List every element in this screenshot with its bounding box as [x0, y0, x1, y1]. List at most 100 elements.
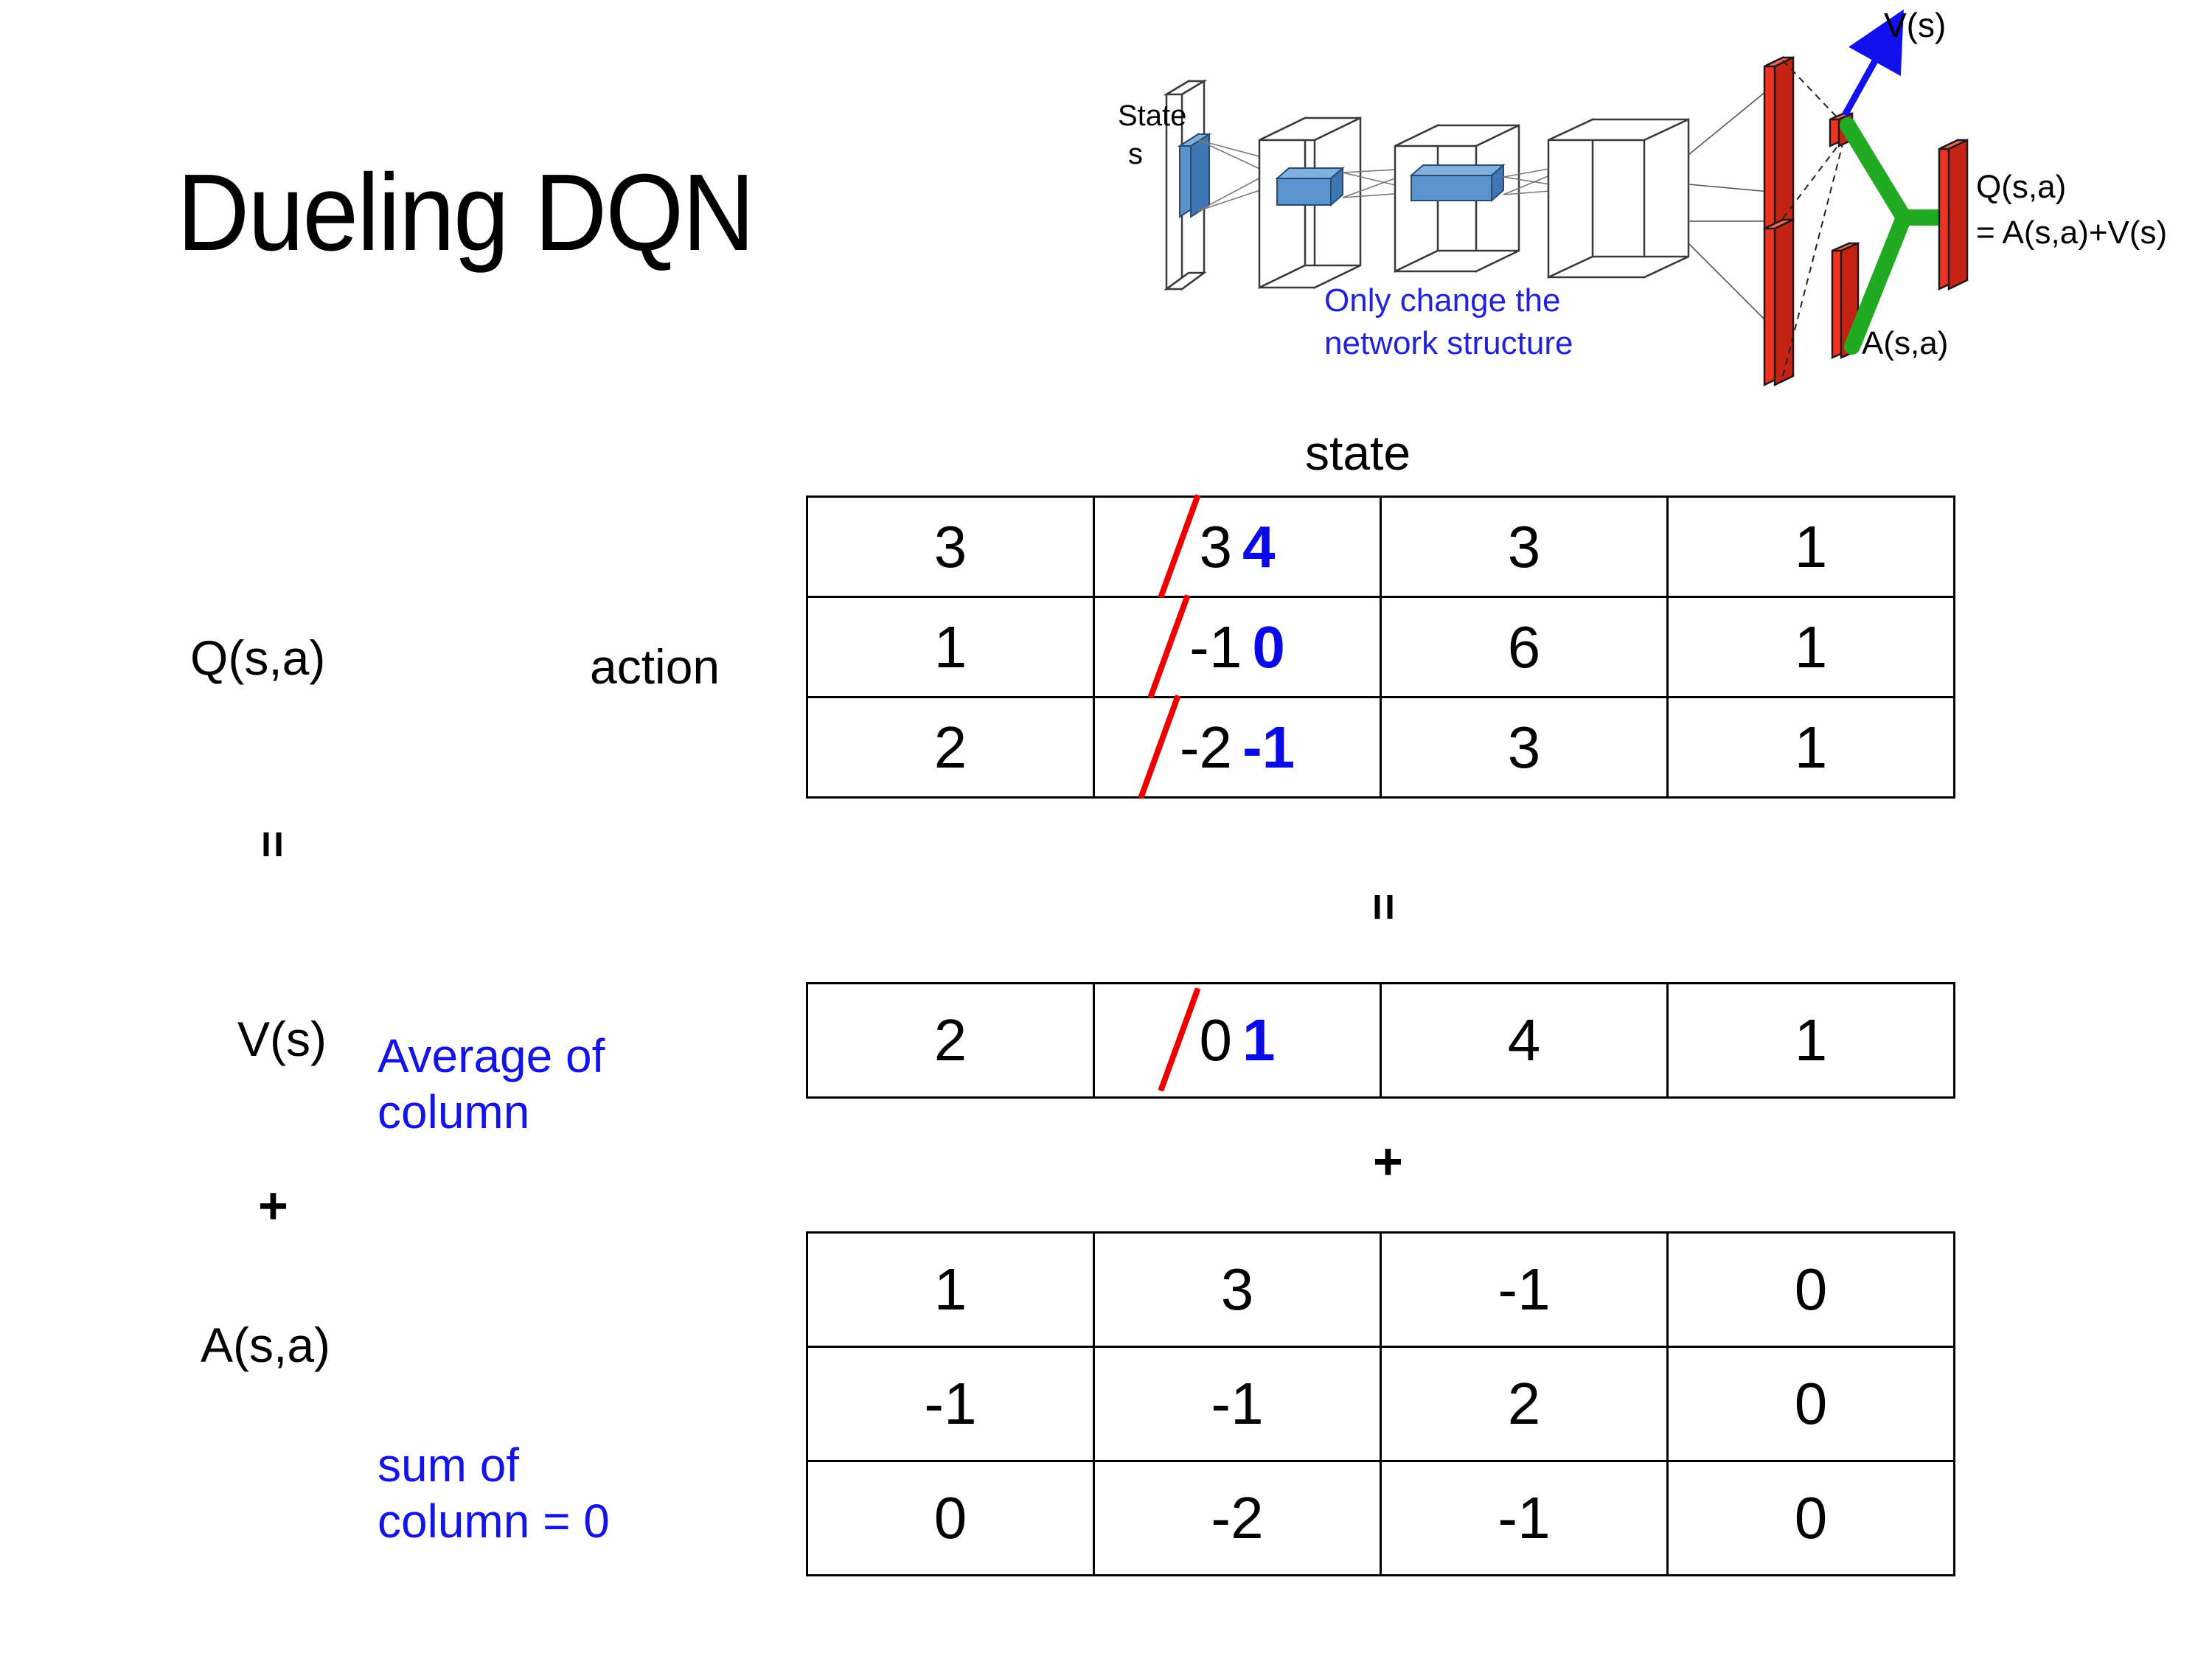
average-note-line1: Average of [378, 1029, 605, 1082]
cell-value: 6 [1507, 613, 1541, 680]
cell-content: 3 [1382, 698, 1666, 796]
cell-content: 2 [808, 698, 1093, 796]
cell-content: 1 [1669, 984, 1953, 1096]
q-output-bar-icon [1938, 139, 1969, 291]
cell-content: 1 [1669, 498, 1953, 596]
corrected-new-value: -1 [1242, 714, 1295, 780]
table-cell: -2 [1093, 1460, 1382, 1576]
table-cell: 2 [1380, 1346, 1669, 1462]
corrected-new-value: 1 [1242, 1007, 1276, 1073]
corrected-new-value: 0 [1252, 613, 1285, 680]
cell-content: 0 [808, 1462, 1093, 1574]
sum-of-column-note: sum of column = 0 [378, 1438, 610, 1549]
conv-patch-1-icon [1275, 166, 1345, 207]
table-cell: 2 [806, 696, 1095, 799]
cell-value: 2 [933, 714, 967, 780]
v-function-label: V(s) [237, 1012, 327, 1066]
diagram-advantage-label: A(s,a) [1862, 325, 1948, 361]
aggregation-link-icon [1840, 117, 1953, 355]
equals-glyph-middle: = [1357, 893, 1411, 917]
cell-value: 0 [1794, 1371, 1828, 1436]
table-cell: -2-1 [1093, 696, 1382, 799]
cell-content: -1 [808, 1348, 1093, 1460]
table-cell: 1 [806, 596, 1095, 698]
struck-old-value: -2 [1179, 714, 1232, 780]
table-cell: 3 [1380, 495, 1669, 598]
cell-content: -1 [1382, 1462, 1666, 1574]
table-cell: 1 [1666, 495, 1955, 598]
advantage-stream-bar-icon [1763, 218, 1795, 386]
plus-sign-middle: + [1373, 1133, 1403, 1190]
table-cell: 3 [1093, 1231, 1382, 1348]
cell-value: -1 [1498, 1256, 1551, 1322]
cell-content: 1 [808, 598, 1093, 696]
q-function-label: Q(s,a) [190, 630, 326, 685]
cell-content: 0 [1669, 1234, 1953, 1346]
table-cell: 1 [1666, 982, 1955, 1099]
conv-block-1-icon [1258, 116, 1362, 289]
cell-content: 3 [1095, 1234, 1380, 1346]
cell-value: 0 [1794, 1256, 1828, 1322]
table-row: 0 -2 -1 0 [806, 1460, 1955, 1576]
table-cell: 4 [1380, 982, 1669, 1099]
diagram-note-line1: Only change the [1324, 282, 1560, 319]
cell-value: 1 [1794, 613, 1828, 680]
cell-content: 2 [1382, 1348, 1666, 1460]
cell-value: 3 [1507, 714, 1541, 780]
cell-content: 1 [1669, 598, 1953, 696]
sum-note-line1: sum of [378, 1439, 520, 1492]
equals-sign-middle: = [1358, 877, 1411, 929]
cell-value: 1 [1794, 714, 1828, 780]
page-title: Dueling DQN [177, 152, 755, 274]
struck-old-value: 3 [1199, 513, 1233, 580]
cell-content: 0 [1669, 1462, 1953, 1574]
cell-value: -2 [1211, 1485, 1264, 1551]
table-row: 2 -2-1 3 1 [806, 696, 1955, 799]
table-cell: -1 [1093, 1346, 1382, 1462]
sum-note-line2: column = 0 [378, 1494, 610, 1548]
table-cell: -1 [1380, 1231, 1669, 1348]
cell-value: 1 [933, 1256, 967, 1322]
table-cell: -1 [1380, 1460, 1669, 1576]
struck-old-value: 0 [1199, 1007, 1233, 1073]
table-cell: 1 [1666, 696, 1955, 799]
cell-content: -2-1 [1095, 698, 1380, 796]
conv-patch-2-icon [1409, 163, 1506, 203]
cell-value: 1 [933, 613, 967, 680]
table-cell: -1 [806, 1346, 1095, 1462]
cell-value: 1 [1794, 513, 1828, 580]
cell-content: 0 [1669, 1348, 1953, 1460]
state-axis-label: state [1305, 425, 1411, 480]
cell-content: -1 [1095, 1348, 1380, 1460]
cell-content: -1 [1382, 1234, 1666, 1346]
cell-value: 3 [1220, 1256, 1254, 1322]
cell-value: 0 [1794, 1485, 1828, 1551]
struck-old-value: -1 [1189, 613, 1242, 680]
table-cell: 2 [806, 982, 1095, 1099]
cell-content: 6 [1382, 598, 1666, 696]
cell-value: 3 [933, 513, 967, 580]
cell-content: 1 [1669, 698, 1953, 796]
table-cell: 6 [1380, 596, 1669, 698]
diagram-note-line2: network structure [1324, 325, 1573, 361]
cell-content: 3 [808, 498, 1093, 596]
cell-value: -1 [924, 1371, 977, 1436]
corrected-new-value: 4 [1242, 513, 1276, 580]
cell-content: -2 [1095, 1462, 1380, 1574]
action-axis-label: action [590, 639, 720, 694]
cell-content: 1 [808, 1234, 1093, 1346]
dueling-network-diagram: State s Only change the network structur… [1106, 7, 2197, 406]
table-cell: 0 [1666, 1346, 1955, 1462]
cell-value: 2 [933, 1007, 967, 1073]
cell-value: 0 [933, 1485, 967, 1551]
table-cell: 3 [806, 495, 1095, 598]
a-function-label: A(s,a) [201, 1318, 331, 1372]
diagram-value-label: V(s) [1884, 7, 1946, 44]
